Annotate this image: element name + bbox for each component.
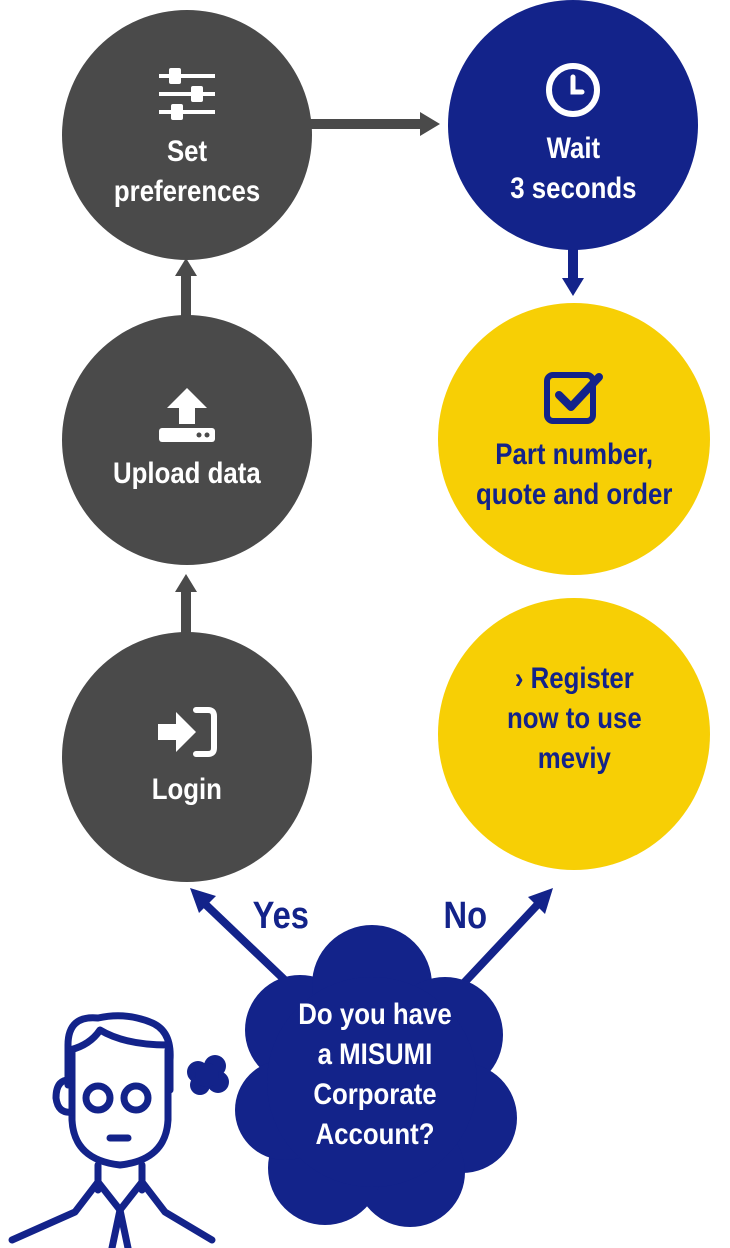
- arrow-upload-to-preferences: [175, 258, 197, 320]
- clock-icon: [546, 63, 600, 117]
- yes-label: Yes: [252, 895, 309, 937]
- step-login: Login: [62, 632, 312, 882]
- step-upload-data-label: Upload data: [113, 457, 261, 490]
- sliders-icon: [159, 68, 215, 120]
- step-wait: Wait 3 seconds: [448, 0, 698, 250]
- step-wait-label: Wait 3 seconds: [509, 132, 637, 205]
- no-label: No: [443, 895, 488, 937]
- step-set-preferences-label: Set preferences: [113, 135, 261, 208]
- decision-cloud: [235, 925, 517, 1227]
- register-link[interactable]: › Register now to use meviy: [438, 598, 710, 870]
- arrow-preferences-to-wait: [310, 112, 440, 136]
- arrow-no-to-register: [459, 888, 553, 988]
- login-icon: [158, 707, 217, 757]
- step-part-number-order: Part number, quote and order: [438, 303, 710, 575]
- upload-icon: [159, 388, 215, 442]
- arrow-login-to-upload: [175, 574, 197, 636]
- step-part-number-order-label: Part number, quote and order: [475, 437, 673, 511]
- thinking-person-icon: [8, 1012, 216, 1248]
- step-set-preferences: Set preferences: [62, 10, 312, 260]
- register-link-label[interactable]: › Register now to use meviy: [506, 662, 642, 775]
- decision-question: Do you have a MISUMI Corporate Account?: [298, 998, 452, 1151]
- step-login-label: Login: [151, 773, 223, 806]
- arrow-wait-to-order: [562, 246, 584, 296]
- checkbox-icon: [544, 371, 603, 424]
- step-upload-data: Upload data: [62, 315, 312, 565]
- thought-bubble: [187, 1055, 229, 1095]
- arrow-yes-to-login: [190, 888, 293, 988]
